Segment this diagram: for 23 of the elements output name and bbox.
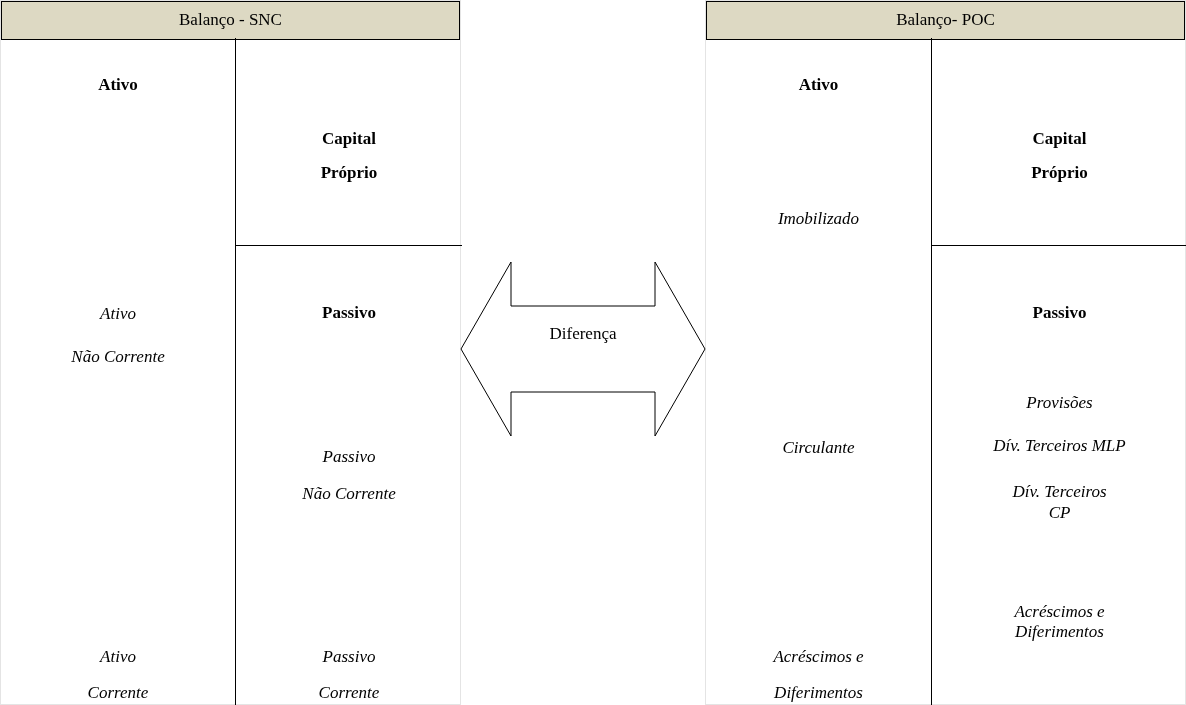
edge-label: Diferença: [549, 324, 617, 344]
account-label: Dív. Terceiros MLP: [992, 435, 1127, 457]
section-heading: Capital Próprio: [1030, 128, 1089, 184]
balance-sheet-table: [705, 0, 1186, 705]
account-label: Dív. Terceiros CP: [1011, 480, 1108, 523]
header-cell: Balanço - SNC: [1, 1, 460, 40]
section-heading: Capital Próprio: [319, 128, 379, 184]
header-cell: Balanço- POC: [706, 1, 1185, 40]
section-heading: Passivo: [1031, 302, 1088, 324]
account-label: Circulante: [781, 437, 856, 459]
account-label: Imobilizado: [776, 208, 861, 230]
account-label: Ativo Corrente: [86, 646, 150, 704]
account-label: Ativo Não Corrente: [70, 302, 166, 368]
balance-sheet-table: [0, 0, 461, 705]
account-label: Passivo Corrente: [317, 646, 381, 704]
double-arrow: [460, 261, 706, 437]
section-heading: Passivo: [321, 302, 377, 324]
account-label: Acréscimos e Diferimentos: [1012, 602, 1106, 642]
account-label: Passivo Não Corrente: [301, 445, 397, 505]
account-label: Acréscimos e Diferimentos: [771, 646, 865, 704]
section-heading: Ativo: [797, 74, 840, 96]
account-label: Provisões: [1025, 392, 1094, 414]
section-heading: Ativo: [97, 74, 139, 96]
